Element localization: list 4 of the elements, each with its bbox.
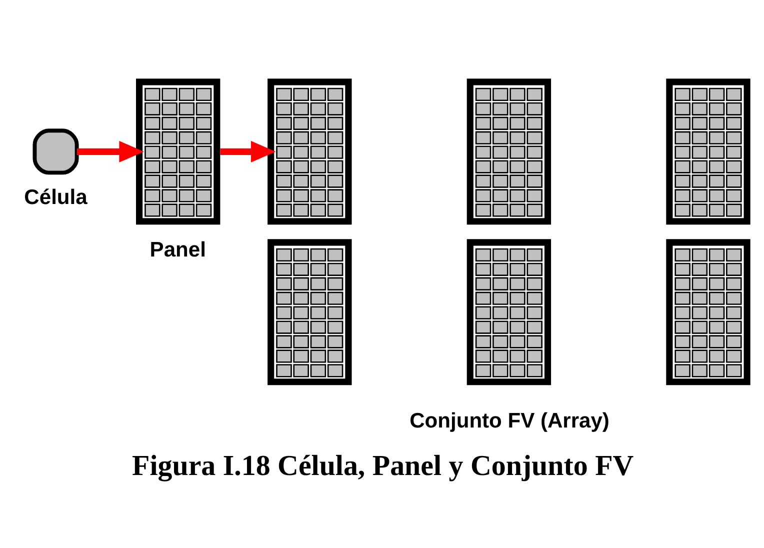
node-label: Panel (150, 238, 206, 262)
label: Conjunto FV (Array) (410, 410, 610, 433)
caption: Figura I.18 Célula, Panel y Conjunto FV (132, 450, 634, 482)
node-label: Célula (24, 186, 88, 210)
